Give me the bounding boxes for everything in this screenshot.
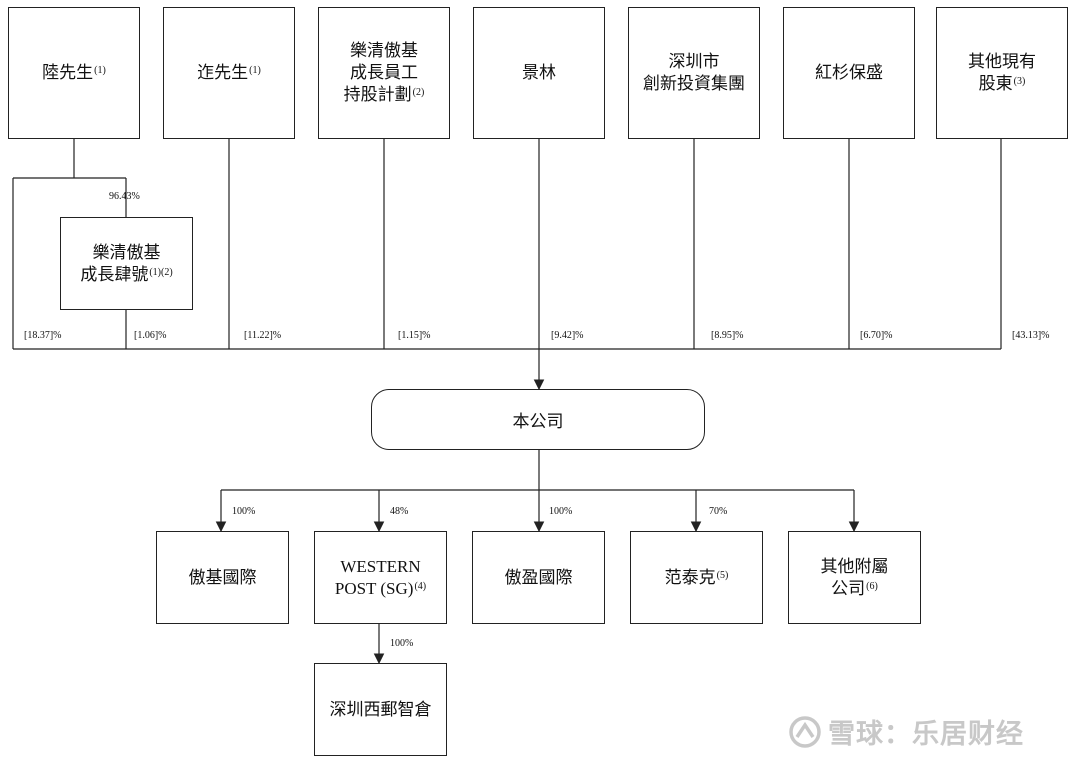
upstream-pct: [8.95]% bbox=[711, 330, 744, 341]
subsidiary-pct: 100% bbox=[549, 506, 573, 517]
subsidiary-pct: 48% bbox=[390, 506, 409, 517]
watermark: 雪球：乐居财经 bbox=[788, 712, 1024, 751]
subsidiary-others: 其他附屬 公司(6) bbox=[788, 531, 921, 624]
watermark-text: 雪球：乐居财经 bbox=[828, 719, 1024, 750]
lu-holding-pct: 96.43% bbox=[109, 191, 140, 202]
shareholder-others: 其他現有 股東(3) bbox=[936, 7, 1068, 139]
shareholder-shenzhen-capital: 深圳市 創新投資集團 bbox=[628, 7, 760, 139]
upstream-pct: [43.13]% bbox=[1012, 330, 1050, 341]
sub-subsidiary-shenzhen-xiyou: 深圳西郵智倉 bbox=[314, 663, 447, 756]
shareholder-jinglin: 景林 bbox=[473, 7, 605, 139]
lu-holding-entity: 樂清傲基 成長肆號(1)(2) bbox=[60, 217, 193, 310]
company-label: 本公司 bbox=[512, 412, 564, 432]
shareholder-lu: 陸先生(1) bbox=[8, 7, 140, 139]
subsidiary-pct: 100% bbox=[232, 506, 256, 517]
shareholder-hongshan: 紅杉保盛 bbox=[783, 7, 915, 139]
subsidiary-fantaike: 范泰克(5) bbox=[630, 531, 763, 624]
subsidiary-aoying: 傲盈國際 bbox=[472, 531, 605, 624]
upstream-pct: [6.70]% bbox=[860, 330, 893, 341]
upstream-pct: [1.15]% bbox=[398, 330, 431, 341]
subsidiary-aoji: 傲基國際 bbox=[156, 531, 289, 624]
upstream-pct: [18.37]% bbox=[24, 330, 62, 341]
upstream-pct: [1.06]% bbox=[134, 330, 167, 341]
subsidiary-western-post: WESTERN POST (SG)(4) bbox=[314, 531, 447, 624]
company-node: 本公司 bbox=[371, 389, 705, 450]
subsidiary-pct: 70% bbox=[709, 506, 728, 517]
sub-subsidiary-pct: 100% bbox=[390, 638, 414, 649]
snowball-logo-icon bbox=[789, 715, 821, 748]
shareholder-lian: 迮先生(1) bbox=[163, 7, 295, 139]
upstream-pct: [11.22]% bbox=[244, 330, 282, 341]
shareholder-esop: 樂清傲基 成長員工 持股計劃(2) bbox=[318, 7, 450, 139]
upstream-pct: [9.42]% bbox=[551, 330, 584, 341]
